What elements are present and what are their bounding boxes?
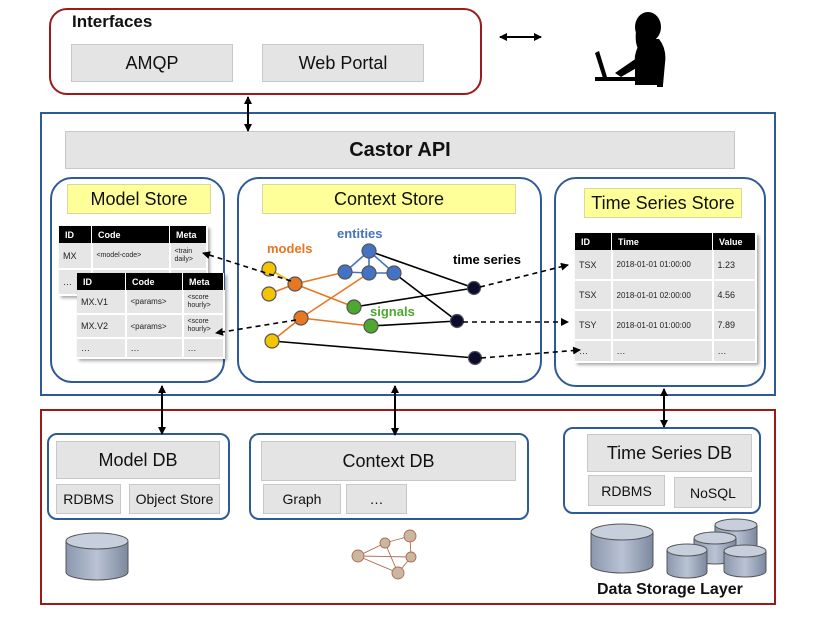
table-cell: <train daily>	[169, 243, 208, 270]
model-db-title: Model DB	[56, 441, 220, 479]
col-header: ID	[575, 233, 612, 250]
entity-node	[361, 243, 377, 259]
model-version-table: ID Code Meta MX.V1 <params> <score hourl…	[77, 273, 225, 359]
table-cell: 2018-01-01 02:00:00	[611, 280, 714, 311]
table-cell: <score hourly>	[182, 314, 225, 339]
context-db-graph: Graph	[263, 484, 341, 514]
table-cell: …	[125, 338, 184, 359]
table-cell: …	[575, 340, 613, 363]
table-cell: 4.56	[712, 280, 757, 311]
graph-network-icon	[351, 529, 417, 580]
table-cell: <model-code>	[91, 243, 171, 270]
context-db-title: Context DB	[261, 441, 516, 481]
dashed-link	[479, 262, 569, 288]
interfaces-title: Interfaces	[72, 12, 153, 31]
col-header: Code	[91, 226, 170, 243]
time-series-node	[466, 280, 482, 296]
table-cell: 2018-01-01 01:00:00	[611, 250, 714, 281]
entities-label: entities	[337, 226, 383, 241]
context-db-more: …	[346, 484, 407, 514]
col-header: Code	[125, 273, 183, 290]
model-db-object-store: Object Store	[129, 484, 220, 514]
table-cell: …	[182, 338, 225, 359]
model-node	[264, 333, 280, 349]
signals-label: signals	[370, 304, 415, 319]
amqp-box: AMQP	[71, 44, 233, 82]
table-cell: TSX	[575, 250, 613, 281]
models-label: models	[267, 241, 313, 256]
castor-api-bar: Castor API	[65, 131, 735, 169]
database-cylinder-icon	[65, 532, 129, 581]
time-series-node	[467, 350, 483, 366]
user-at-laptop-icon	[595, 12, 666, 87]
table-cell: <params>	[125, 314, 184, 339]
col-header: Value	[712, 233, 756, 250]
time-series-store-title: Time Series Store	[584, 188, 742, 218]
web-portal-box: Web Portal	[262, 44, 424, 82]
time-series-table: ID Time Value TSX 2018-01-01 01:00:00 1.…	[575, 233, 757, 363]
table-cell: …	[712, 340, 757, 363]
time-series-db-nosql: NoSQL	[674, 477, 752, 508]
table-cell: TSY	[575, 310, 613, 341]
time-series-node	[449, 313, 465, 329]
time-series-db-rdbms: RDBMS	[588, 475, 665, 506]
model-node	[293, 310, 309, 326]
time-series-label: time series	[453, 252, 521, 267]
entity-node	[361, 265, 377, 281]
table-cell: TSX	[575, 280, 613, 311]
model-node	[287, 276, 303, 292]
signal-node	[363, 318, 379, 334]
table-cell: 7.89	[712, 310, 757, 341]
storage-layer-title: Data Storage Layer	[597, 581, 743, 598]
entity-node	[337, 264, 353, 280]
table-cell: <score hourly>	[182, 290, 225, 315]
table-cell: MX	[59, 243, 93, 270]
model-store-title: Model Store	[67, 184, 211, 214]
interfaces-panel	[49, 8, 482, 95]
dashed-link	[202, 251, 292, 282]
database-cylinder-icon	[666, 543, 708, 579]
model-db-rdbms: RDBMS	[56, 484, 121, 514]
table-cell: 2018-01-01 01:00:00	[611, 310, 714, 341]
entity-node	[386, 265, 402, 281]
storage-layer-frame	[40, 409, 776, 605]
api-layer-frame	[40, 112, 776, 396]
col-header: Meta	[169, 226, 207, 243]
table-cell: 1.23	[712, 250, 757, 281]
table-cell: <params>	[125, 290, 184, 315]
col-header: Meta	[182, 273, 224, 290]
signal-node	[346, 299, 362, 315]
table-cell: …	[611, 340, 714, 363]
database-cylinder-icon	[723, 544, 767, 578]
database-cylinder-icon	[590, 523, 654, 574]
table-cell: MX.V2	[77, 314, 127, 339]
model-node	[261, 261, 277, 277]
col-header: ID	[59, 226, 92, 243]
dashed-link	[480, 346, 581, 359]
col-header: Time	[611, 233, 713, 250]
context-store-title: Context Store	[262, 184, 516, 214]
model-node	[261, 286, 277, 302]
dashed-link	[215, 319, 297, 336]
table-cell: …	[77, 338, 127, 359]
time-series-db-title: Time Series DB	[587, 434, 752, 472]
col-header: ID	[77, 273, 126, 290]
table-cell: MX.V1	[77, 290, 127, 315]
